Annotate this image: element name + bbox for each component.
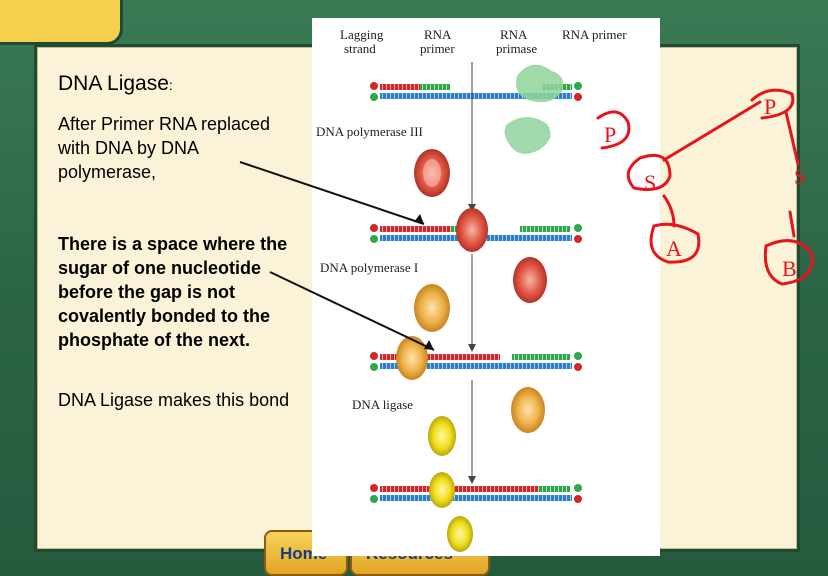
- polymerase-i-free: [414, 284, 450, 332]
- paragraph-gap-description: There is a space where the sugar of one …: [58, 234, 288, 350]
- polymerase-i-bound: [396, 336, 428, 380]
- ligase-free: [428, 416, 456, 456]
- dna-replication-diagram: Lagging strand RNA primer RNA primase RN…: [312, 18, 660, 556]
- label-rna-primase-line1: RNA: [500, 27, 528, 42]
- ligase-released: [447, 516, 473, 552]
- dna-strand-3: [370, 336, 582, 380]
- label-dna-ligase: DNA ligase: [352, 397, 413, 412]
- paragraph-primer-replaced: After Primer RNA replaced with DNA by DN…: [58, 114, 271, 182]
- polymerase-i-released: [511, 387, 545, 433]
- label-rna-primer-line2: primer: [420, 41, 455, 56]
- label-rna-primer-right: RNA primer: [562, 27, 627, 42]
- dna-strand-4: [370, 472, 582, 508]
- primase-released: [504, 117, 551, 154]
- label-rna-primer-line1: RNA: [424, 27, 452, 42]
- dna-strand-1: [370, 64, 582, 103]
- ligase-bound: [429, 472, 455, 508]
- primase-blob: [516, 64, 564, 103]
- polymerase-iii-bound: [456, 208, 488, 252]
- slide-title: DNA Ligase:: [58, 72, 173, 95]
- paragraph-ligase-bond: DNA Ligase makes this bond: [58, 390, 290, 410]
- label-rna-primase-line2: primase: [496, 41, 537, 56]
- polymerase-iii-released: [513, 257, 547, 303]
- label-dna-polymerase-i: DNA polymerase I: [320, 260, 418, 275]
- dna-strand-2: [370, 208, 582, 252]
- corner-tab: [0, 0, 123, 45]
- diagram-svg: Lagging strand RNA primer RNA primase RN…: [316, 27, 627, 552]
- label-lagging-line2: strand: [344, 41, 376, 56]
- label-lagging-line1: Lagging: [340, 27, 384, 42]
- label-dna-polymerase-iii: DNA polymerase III: [316, 124, 423, 139]
